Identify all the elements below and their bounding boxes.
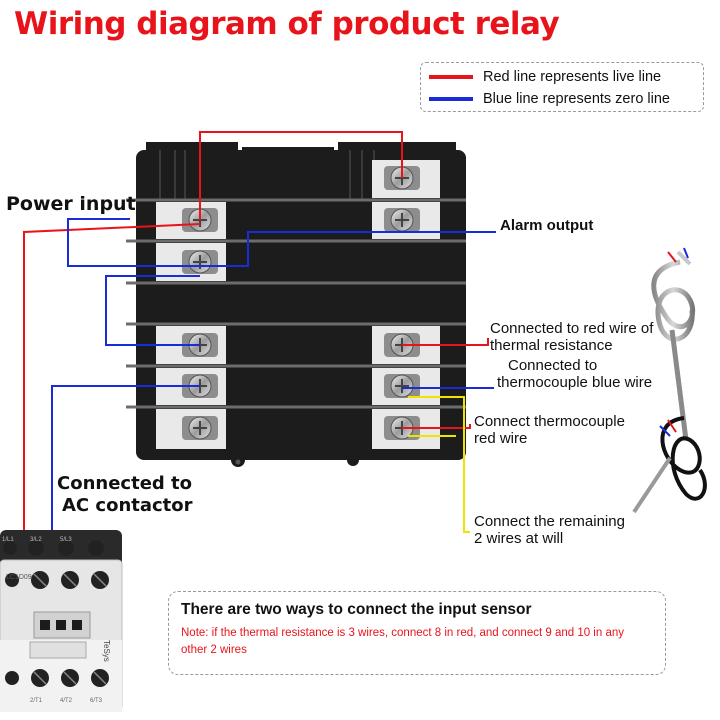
ac-contactor-label-1: Connected to [57,473,193,494]
thermal-resistance-label-2: thermal resistance [490,337,613,354]
legend-zero-swatch [429,97,473,101]
legend: Red line represents live line Blue line … [420,62,704,112]
thermocouple-blue-label-1: Connected to [508,357,598,374]
screw-l6 [182,416,218,440]
remaining-wires-label-2: 2 wires at will [474,530,564,547]
power-input-label: Power input [6,193,136,215]
wire-live-thermal-resistance [402,338,489,346]
wire-zero-power [67,218,200,267]
sensor-note-box: There are two ways to connect the input … [168,591,666,675]
screw-r2 [384,208,420,232]
legend-live-swatch [429,75,473,79]
thermocouple-red-label-2: red wire [474,430,528,447]
thermal-resistance-probe [651,247,696,441]
contactor-brand: TeSys [102,640,111,662]
wire-live-jumper [199,131,403,220]
contactor-terminal-top-3: 5/L3 [60,537,72,543]
legend-zero-label: Blue line represents zero line [483,91,670,107]
contactor-terminal-bottom-3: 6/T3 [90,698,103,704]
remaining-wires-label-1: Connect the remaining [474,513,625,530]
wire-zero-alarm-jumper [200,231,496,267]
legend-live-label: Red line represents live line [483,69,662,85]
wire-live-thermocouple [402,424,471,429]
wire-zero-contactor-coil [105,275,200,346]
contactor-terminal-top-1: 1/L1 [2,537,14,543]
legend-zero: Blue line represents zero line [429,88,670,110]
sensor-note-text: Note: if the thermal resistance is 3 wir… [181,627,624,656]
contactor-model: LC1D09 [6,574,32,581]
legend-live: Red line represents live line [429,66,661,88]
contactor-terminal-bottom-2: 4/T2 [60,698,73,704]
thermocouple-blue-label-2: thermocouple blue wire [497,374,653,391]
wires [23,131,496,538]
ac-contactor-label-2: AC contactor [62,495,193,516]
sensor-note-title: There are two ways to connect the input … [181,601,532,618]
alarm-output-label: Alarm output [500,217,594,234]
thermocouple-sensor [632,416,707,514]
contactor-terminal-top-2: 3/L2 [30,537,42,543]
screw-r5 [384,374,420,398]
contactor-terminal-bottom-1: 2/T1 [30,698,43,704]
wire-live-power [23,223,201,538]
ac-contactor: LC1D09 TeSys 1/L1 3/L2 5/L3 2/T1 4/T2 6/… [0,530,123,712]
thermocouple-red-label-1: Connect thermocouple [474,413,625,430]
thermal-resistance-label-1: Connected to red wire of [490,320,654,337]
wire-zero-ac-contactor [51,385,200,538]
page-title: Wiring diagram of product relay [14,6,560,42]
wire-sensor-remaining [408,396,470,533]
screw-l2 [182,250,218,274]
